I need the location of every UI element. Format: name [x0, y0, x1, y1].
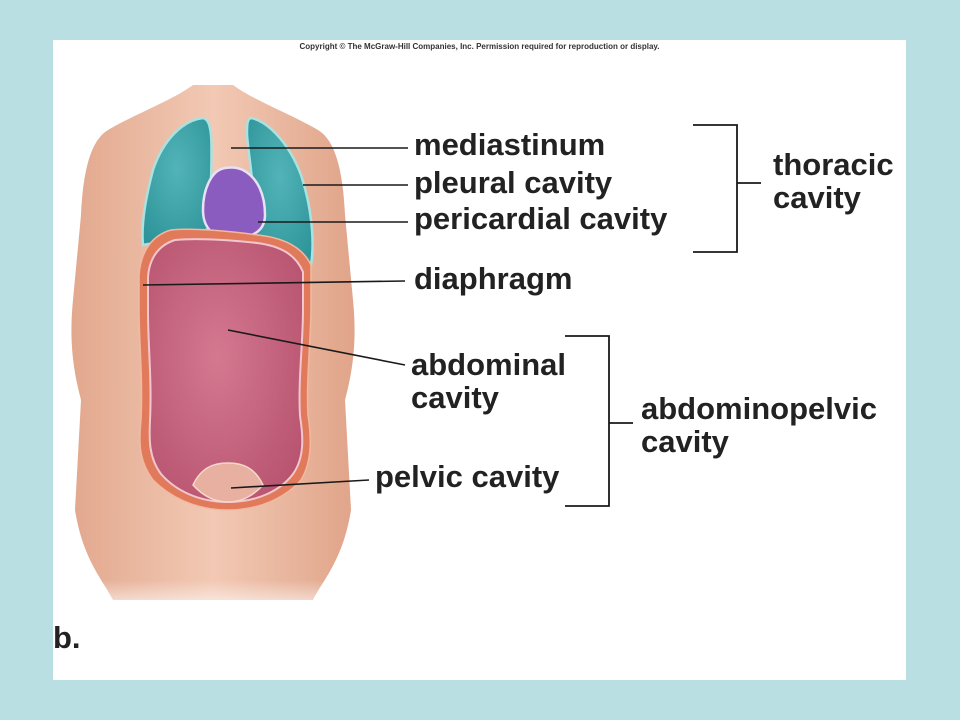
group-abdominopelvic-line1: abdominopelvic [641, 391, 877, 426]
group-thoracic-cavity: thoracic cavity [773, 148, 894, 214]
leader-diaphragm [142, 280, 406, 286]
label-pelvic-cavity: pelvic cavity [375, 459, 560, 494]
brackets [565, 124, 761, 507]
leader-pelvic [230, 479, 370, 489]
body-cavities-figure [53, 85, 761, 620]
abdominopelvic-bracket [565, 335, 633, 507]
label-mediastinum: mediastinum [414, 127, 606, 162]
label-diaphragm: diaphragm [414, 261, 573, 296]
group-abdominopelvic-cavity: abdominopelvic cavity [641, 392, 877, 458]
leader-abdominal [227, 329, 406, 366]
label-pleural-cavity: pleural cavity [414, 165, 613, 200]
group-abdominopelvic-line2: cavity [641, 424, 729, 459]
panel-letter: b. [53, 620, 81, 655]
label-abdominal-cavity: abdominal cavity [411, 348, 566, 414]
pelvic-cavity-shape [192, 462, 264, 503]
abdominal-cavity-shape [147, 238, 304, 504]
label-pericardial-cavity: pericardial cavity [414, 201, 668, 236]
label-abdominal-line2: cavity [411, 380, 499, 415]
copyright-notice: Copyright © The McGraw-Hill Companies, I… [299, 42, 660, 51]
group-thoracic-line2: cavity [773, 180, 861, 215]
leader-lines [142, 147, 408, 489]
thoracic-bracket [693, 124, 761, 253]
label-abdominal-line1: abdominal [411, 347, 567, 382]
slide: Copyright © The McGraw-Hill Companies, I… [53, 40, 906, 680]
heart [201, 166, 267, 240]
group-thoracic-line1: thoracic [773, 147, 894, 182]
